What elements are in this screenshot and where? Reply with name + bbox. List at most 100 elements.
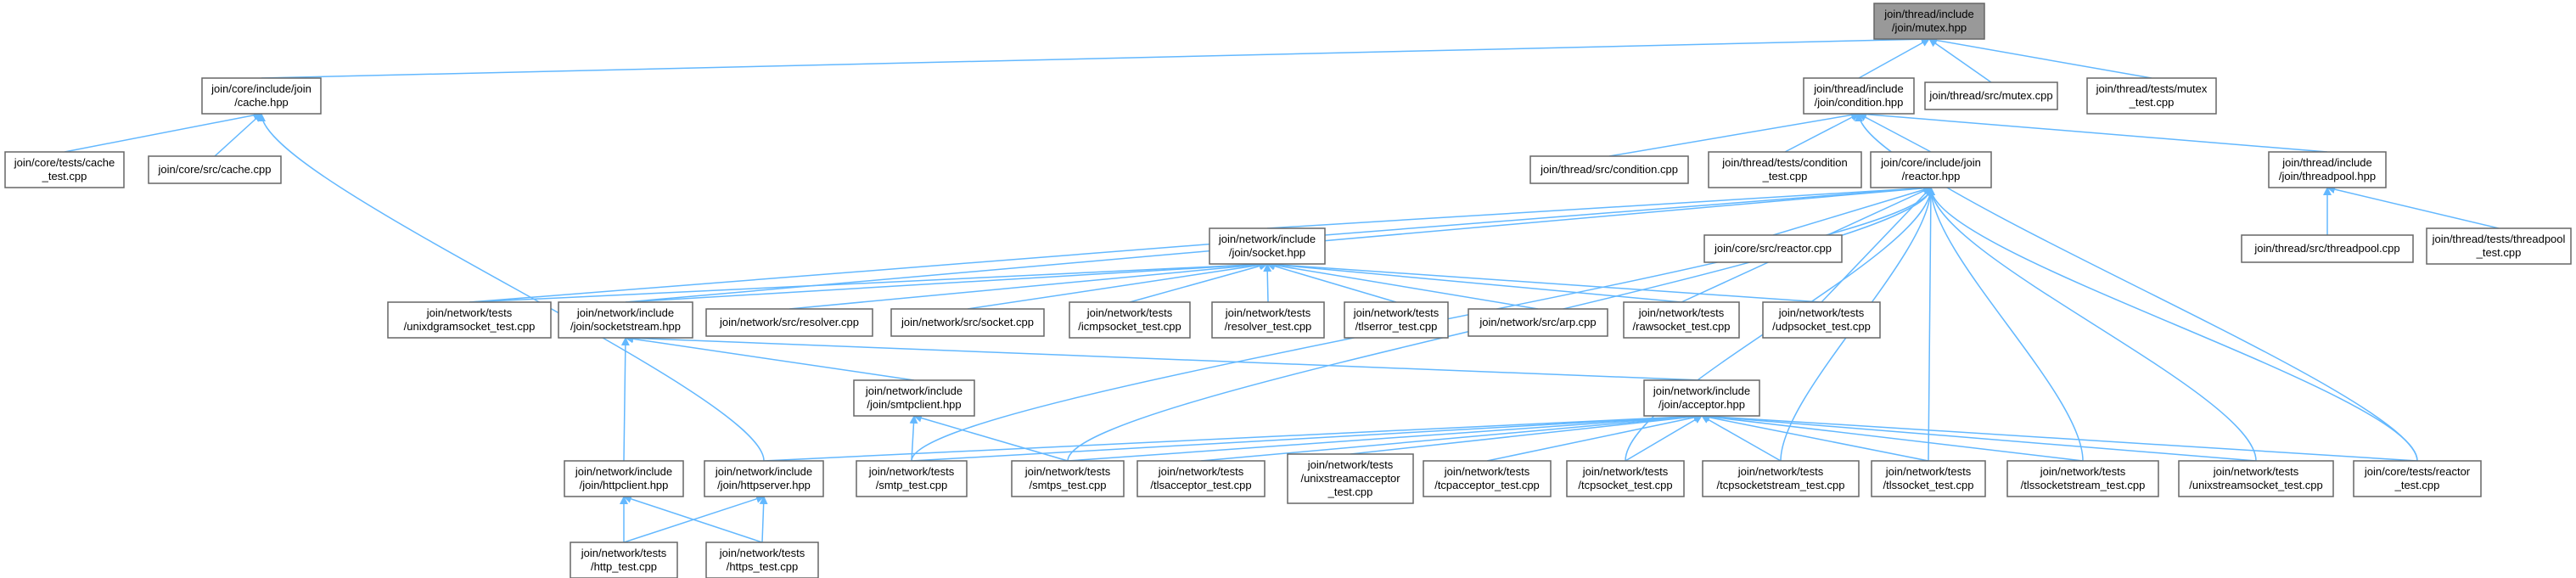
edge-smtps_test-to-smtpclient_hpp [913, 413, 1069, 462]
node-unixdgram-test[interactable]: join/network/tests/unixdgramsocket_test.… [387, 301, 552, 339]
node-box [705, 542, 819, 578]
node-reactor-cpp[interactable]: join/core/src/reactor.cpp [1703, 234, 1843, 263]
node-rawsocket-test[interactable]: join/network/tests/rawsocket_test.cpp [1623, 301, 1740, 339]
node-box [1136, 460, 1266, 497]
node-condition-hpp[interactable]: join/thread/include/join/condition.hpp [1803, 77, 1915, 115]
node-label: join/network/include [715, 465, 812, 478]
node-box [1011, 460, 1125, 497]
node-label: join/network/src/resolver.cpp [719, 316, 859, 328]
node-arp-cpp[interactable]: join/network/src/arp.cpp [1468, 308, 1608, 337]
node-resolver-test[interactable]: join/network/tests/resolver_test.cpp [1211, 301, 1325, 339]
node-label: _test.cpp [42, 170, 87, 182]
node-box [2178, 460, 2334, 497]
node-label: /tlsacceptor_test.cpp [1150, 479, 1251, 491]
node-threadpool-cpp[interactable]: join/thread/src/threadpool.cpp [2241, 234, 2414, 263]
node-label: /https_test.cpp [727, 560, 799, 573]
node-box [1623, 301, 1740, 339]
node-unixstreamsocket-test[interactable]: join/network/tests/unixstreamsocket_test… [2178, 460, 2334, 497]
node-threadpool-test[interactable]: join/thread/tests/threadpool_test.cpp [2426, 227, 2572, 265]
node-cache-cpp[interactable]: join/core/src/cache.cpp [148, 155, 282, 184]
node-box [1762, 301, 1881, 339]
node-mutex-hpp[interactable]: join/thread/include/join/mutex.hpp [1873, 3, 1985, 40]
node-tlssocket-test[interactable]: join/network/tests/tlssocket_test.cpp [1871, 460, 1986, 497]
node-box [1873, 3, 1985, 40]
node-label: join/network/tests [1024, 465, 1111, 478]
node-box [2006, 460, 2159, 497]
node-box [4, 151, 125, 188]
node-label: /join/socket.hpp [1229, 246, 1305, 259]
node-box [1529, 155, 1689, 184]
edge-httpserver_hpp-to-acceptor_hpp [763, 412, 1703, 462]
node-label: /udpsocket_test.cpp [1772, 320, 1871, 333]
node-acceptor-hpp[interactable]: join/network/include/join/acceptor.hpp [1643, 379, 1760, 417]
node-mutex-test[interactable]: join/thread/tests/mutex_test.cpp [2086, 77, 2217, 115]
node-label: /reactor.hpp [1902, 170, 1961, 182]
node-label: /join/httpclient.hpp [580, 479, 669, 491]
node-reactor-hpp[interactable]: join/core/include/join/reactor.hpp [1870, 151, 1992, 188]
node-socket-hpp[interactable]: join/network/include/join/socket.hpp [1209, 227, 1326, 265]
edge-tcpsocket_test-to-acceptor_hpp [1625, 415, 1703, 462]
node-threadpool-hpp[interactable]: join/thread/include/join/threadpool.hpp [2268, 151, 2387, 188]
node-cache-test[interactable]: join/core/tests/cache_test.cpp [4, 151, 125, 188]
node-tcpacceptor-test[interactable]: join/network/tests/tcpacceptor_test.cpp [1423, 460, 1552, 497]
node-reactor-test[interactable]: join/core/tests/reactor_test.cpp [2353, 460, 2482, 497]
node-box [2353, 460, 2482, 497]
node-condition-test[interactable]: join/thread/tests/condition_test.cpp [1708, 151, 1862, 188]
node-httpclient-hpp[interactable]: join/network/include/join/httpclient.hpp [564, 460, 684, 497]
node-label: join/core/tests/cache [14, 156, 115, 169]
node-cache-hpp[interactable]: join/core/include/join/cache.hpp [201, 77, 322, 115]
node-tcpsocketstream-test[interactable]: join/network/tests/tcpsocketstream_test.… [1702, 460, 1860, 497]
node-socket-cpp[interactable]: join/network/src/socket.cpp [890, 308, 1045, 337]
node-unixstreamacceptor-test[interactable]: join/network/tests/unixstreamacceptor_te… [1287, 453, 1414, 504]
node-tcpsocket-test[interactable]: join/network/tests/tcpsocket_test.cpp [1566, 460, 1685, 497]
node-box [1703, 234, 1843, 263]
node-box [1702, 460, 1860, 497]
node-https-test[interactable]: join/network/tests/https_test.cpp [705, 542, 819, 578]
node-resolver-cpp[interactable]: join/network/src/resolver.cpp [705, 308, 873, 337]
edge-tlsacceptor_test-to-acceptor_hpp [1200, 412, 1703, 462]
node-label: join/network/tests [2040, 465, 2126, 478]
node-label: _test.cpp [2394, 479, 2440, 491]
edge-socket_hpp-to-reactor_hpp [1266, 183, 1932, 229]
node-tlsacceptor-test[interactable]: join/network/tests/tlsacceptor_test.cpp [1136, 460, 1266, 497]
node-tlssocketstream-test[interactable]: join/network/tests/tlssocketstream_test.… [2006, 460, 2159, 497]
node-box [2086, 77, 2217, 115]
node-label: join/network/tests [1158, 465, 1244, 478]
node-mutex-cpp[interactable]: join/thread/src/mutex.cpp [1924, 81, 2058, 110]
edge-reactor_test-to-reactor_hpp [1927, 187, 2418, 462]
node-httpserver-hpp[interactable]: join/network/include/join/httpserver.hpp [704, 460, 824, 497]
file-nodes: join/thread/include/join/mutex.hpp join/c… [4, 3, 2572, 578]
node-tlserror-test[interactable]: join/network/tests/tlserror_test.cpp [1344, 301, 1449, 339]
node-icmpsocket-test[interactable]: join/network/tests/icmpsocket_test.cpp [1069, 301, 1191, 339]
node-label: join/network/include [1218, 233, 1316, 245]
edge-resolver_test-to-socket_hpp [1263, 263, 1272, 303]
node-label: join/network/tests [1086, 306, 1173, 319]
node-label: /tlssocketstream_test.cpp [2021, 479, 2146, 491]
node-label: join/network/tests [1582, 465, 1669, 478]
node-smtpclient-hpp[interactable]: join/network/include/join/smtpclient.hpp [853, 379, 975, 417]
node-label: /tcpsocket_test.cpp [1578, 479, 1672, 491]
node-label: join/network/tests [1307, 458, 1394, 471]
node-label: join/network/tests [1444, 465, 1530, 478]
node-label: /join/acceptor.hpp [1658, 398, 1745, 411]
node-box [1344, 301, 1449, 339]
edge-cache_hpp-to-mutex_hpp [261, 35, 1930, 79]
node-http-test[interactable]: join/network/tests/http_test.cpp [570, 542, 678, 578]
edge-tlserror_test-to-socket_hpp [1266, 261, 1397, 303]
edge-tlssocket_test-to-acceptor_hpp [1701, 412, 1929, 462]
edge-unixstreamsocket_test-to-reactor_hpp [1927, 187, 2257, 462]
node-label: /join/condition.hpp [1815, 96, 1904, 109]
edge-cache_test-to-cache_hpp [64, 110, 262, 153]
node-box [387, 301, 552, 339]
node-socketstream-hpp[interactable]: join/network/include/join/socketstream.h… [558, 301, 693, 339]
edge-rawsocket_test-to-socket_hpp [1266, 260, 1682, 303]
node-condition-cpp[interactable]: join/thread/src/condition.cpp [1529, 155, 1689, 184]
node-smtp-test[interactable]: join/network/tests/smtp_test.cpp [856, 460, 968, 497]
node-udpsocket-test[interactable]: join/network/tests/udpsocket_test.cpp [1762, 301, 1881, 339]
node-box [1287, 453, 1414, 504]
edge-smtp_test-to-acceptor_hpp [911, 412, 1703, 462]
node-smtps-test[interactable]: join/network/tests/smtps_test.cpp [1011, 460, 1125, 497]
edge-socket_cpp-to-socket_hpp [967, 261, 1268, 310]
edge-httpclient_hpp-to-socketstream_hpp [620, 337, 630, 462]
edge-condition_test-to-condition_hpp [1784, 113, 1860, 153]
